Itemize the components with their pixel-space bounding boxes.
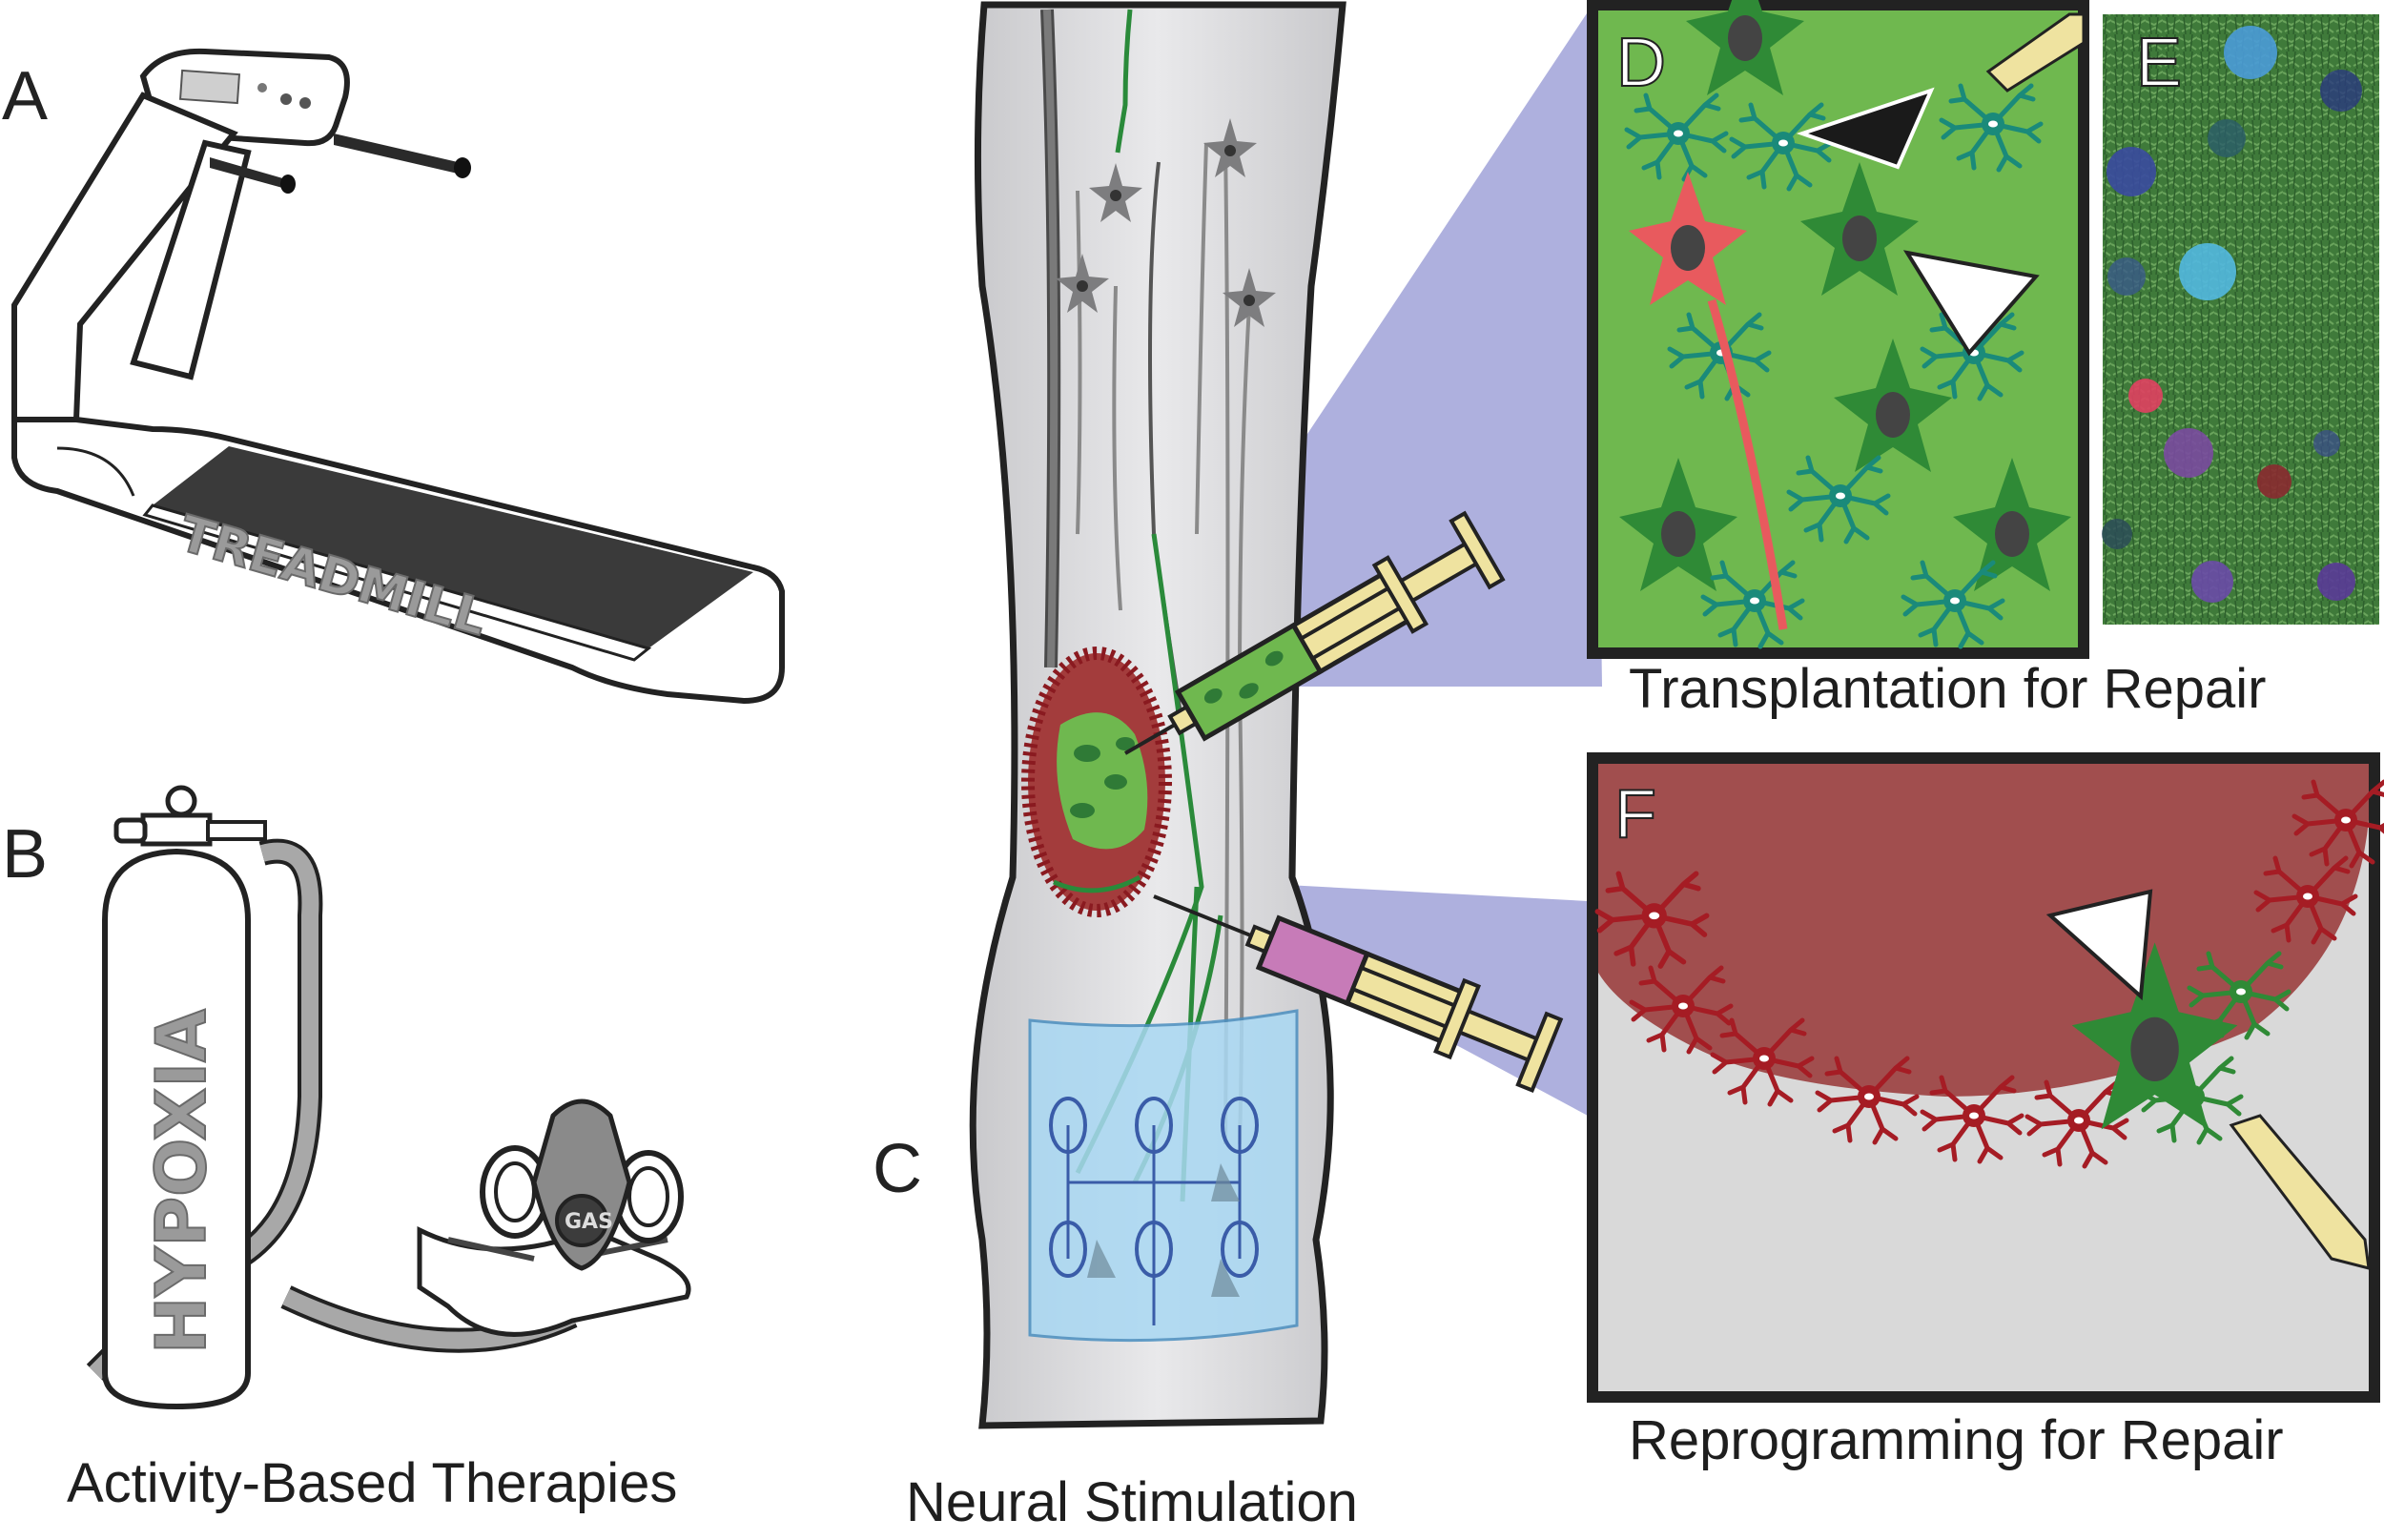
pointer-icon xyxy=(1988,14,2084,91)
transplantation-panel xyxy=(1587,0,2089,659)
right-handlebar xyxy=(334,133,458,174)
transplant-syringe xyxy=(1124,510,1506,755)
electrode-contact xyxy=(1135,1097,1173,1154)
gas-cylinder xyxy=(102,848,251,1410)
electrode-array xyxy=(1028,1009,1299,1343)
white-arrowhead-icon xyxy=(2045,889,2153,1001)
hypoxia-label: HYPOXIA xyxy=(141,1009,221,1354)
panel-label-c: C xyxy=(873,1131,922,1207)
white-arrowhead-icon xyxy=(1907,253,2036,353)
panel-label-d: D xyxy=(1616,25,1666,101)
gas-mask-icon: GAS xyxy=(417,1099,691,1337)
caption-reprogramming: Reprogramming for Repair xyxy=(1629,1409,2284,1471)
electrode-contact xyxy=(1221,1221,1259,1278)
panel-label-a: A xyxy=(2,58,48,134)
hypoxia-gas-tank: HYPOXIA xyxy=(86,785,578,1410)
reprogramming-syringe xyxy=(1153,894,1564,1094)
electrode-contact xyxy=(1135,1221,1173,1278)
left-handlebar xyxy=(210,157,286,189)
caption-neural-stimulation: Neural Stimulation xyxy=(906,1471,1358,1533)
treadmill-belt xyxy=(153,446,753,648)
electrode-contact xyxy=(1221,1097,1259,1154)
black-arrowhead-icon xyxy=(1802,91,1931,167)
reprogramming-panel xyxy=(1587,752,2384,1403)
spinal-lesion xyxy=(1021,647,1172,917)
electrode-contact xyxy=(1049,1097,1087,1154)
caption-activity-based-therapies: Activity-Based Therapies xyxy=(67,1452,677,1514)
caption-transplantation: Transplantation for Repair xyxy=(1629,658,2266,720)
panel-label-f: F xyxy=(1614,776,1656,852)
histology-image xyxy=(2102,14,2379,625)
pointer-icon xyxy=(2229,1114,2371,1271)
treadmill-illustration: TREADMILL xyxy=(11,48,785,705)
mask-label: GAS xyxy=(565,1210,613,1234)
panel-label-e: E xyxy=(2136,25,2182,101)
panel-label-b: B xyxy=(2,816,48,893)
electrode-contact xyxy=(1049,1221,1087,1278)
